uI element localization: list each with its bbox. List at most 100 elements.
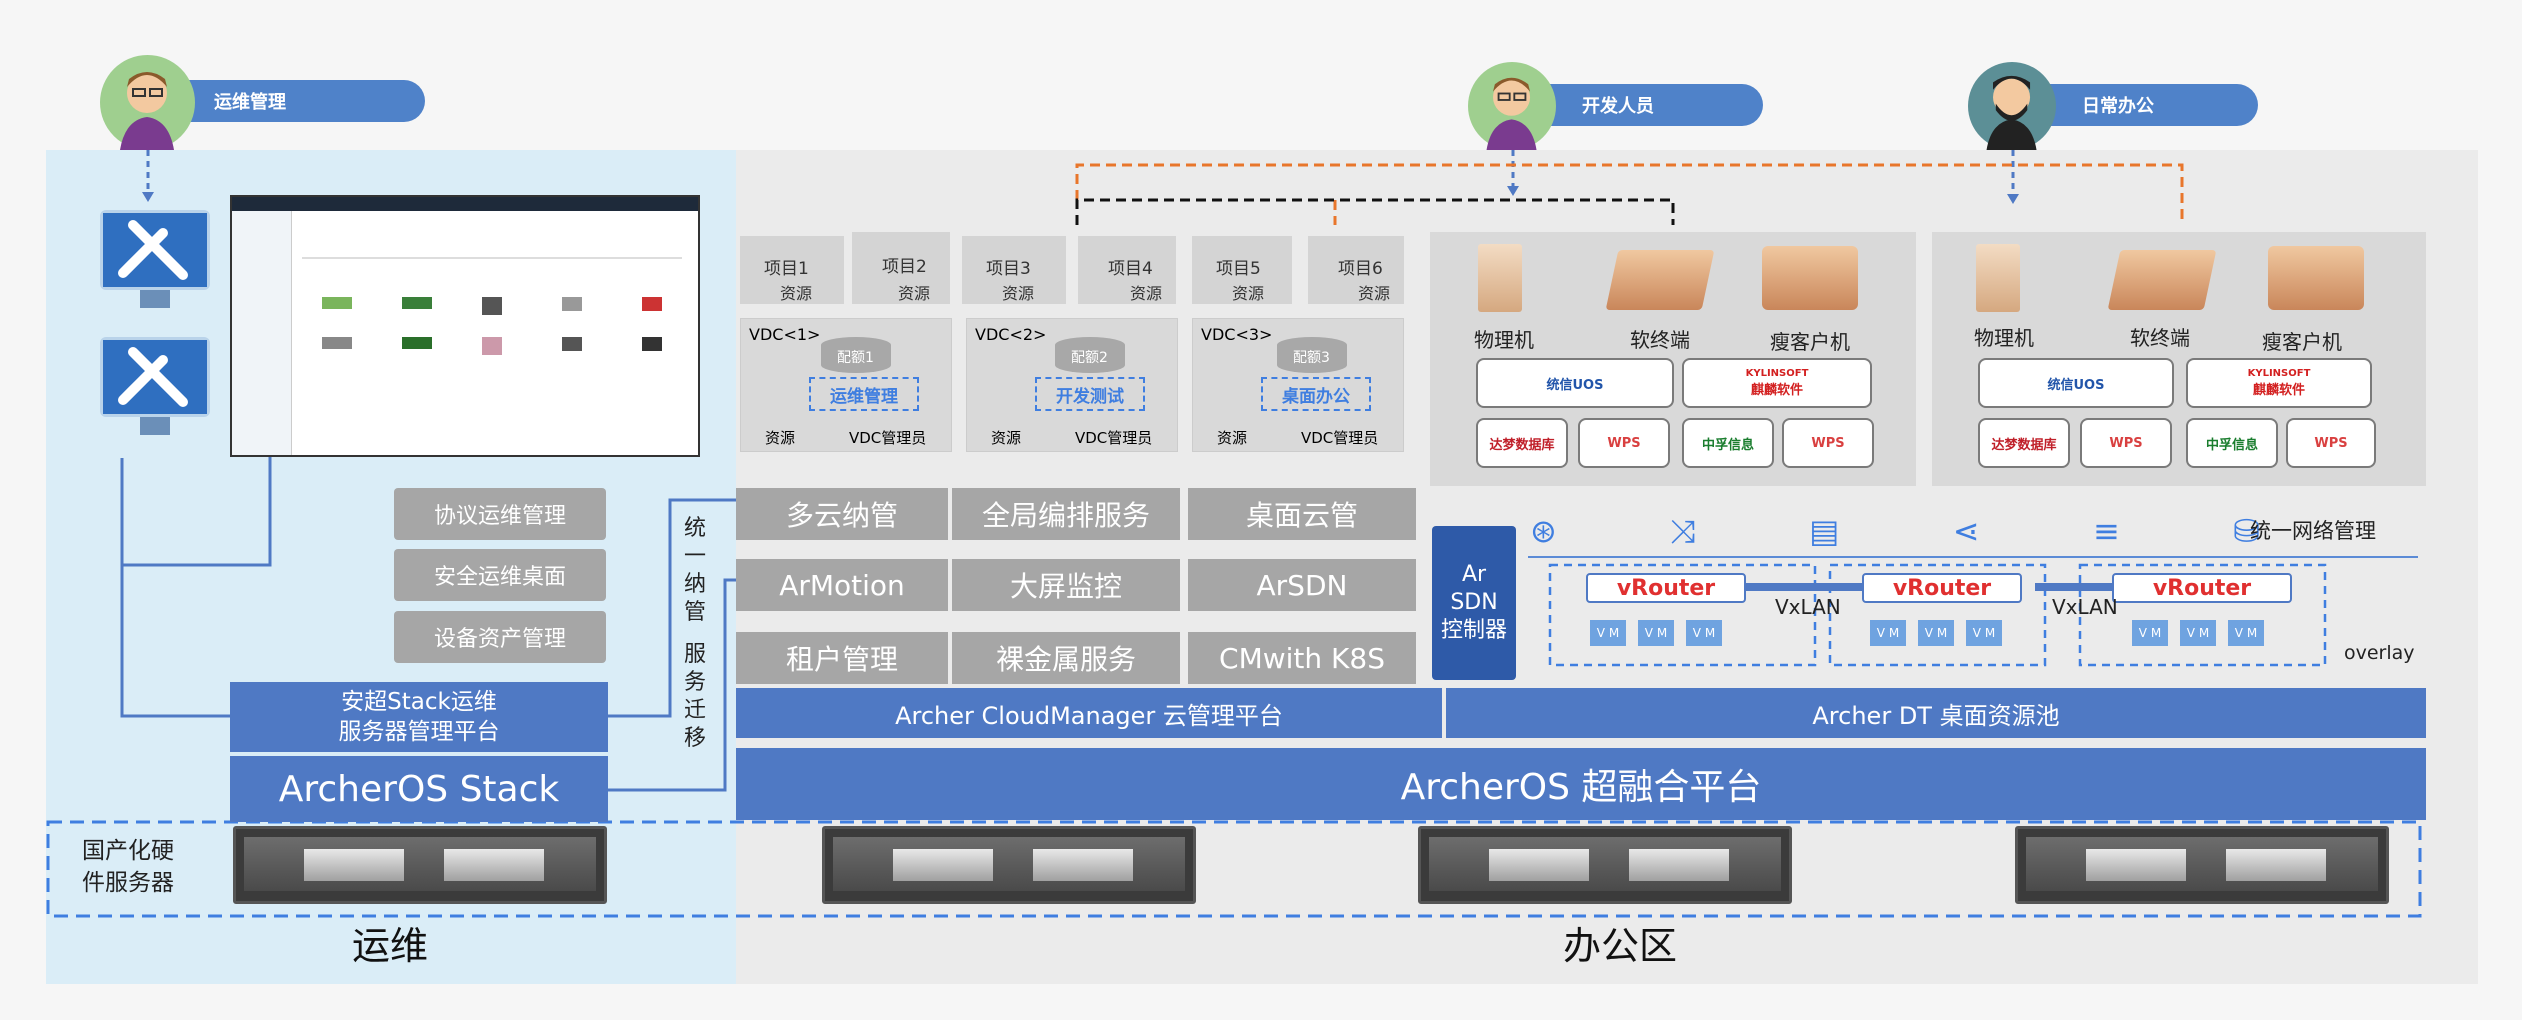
protocol-ops-button[interactable]: 协议运维管理 [394,488,606,540]
vrouter-2[interactable]: vRouter [1862,573,2022,603]
quota-label: 配额2 [1071,350,1108,366]
sdn-controller: Ar SDN 控制器 [1432,526,1516,680]
vdc-label: VDC<1> [749,325,821,344]
uos-logo: 统信UOS [1978,358,2174,408]
resource-label: 资源 [991,429,1022,447]
module-arsdn[interactable]: ArSDN [1188,559,1416,611]
vrouter-3[interactable]: vRouter [2112,573,2292,603]
dt-pool-bar: Archer DT 桌面资源池 [1446,688,2426,738]
vm-box: V M [2228,620,2264,646]
uos-logo: 统信UOS [1476,358,1674,408]
overlay-label: overlay [2344,642,2415,664]
project-6[interactable]: 项目6 [1308,236,1404,304]
resource-label: 资源 [1217,429,1248,447]
resource-label: 资源 [1232,284,1265,303]
asset-management-button[interactable]: 设备资产管理 [394,611,606,663]
kylin-name: 麒麟软件 [1750,383,1803,398]
vrouter-1[interactable]: vRouter [1586,573,1746,603]
hardware-server [233,826,607,904]
migration-char: 服 [683,642,706,667]
ops-zone-label: 运维 [351,924,428,968]
vdc-2[interactable]: VDC<2> 配额2 开发测试 资源 VDC管理员 [966,318,1178,452]
module-screen-monitor[interactable]: 大屏监控 [952,559,1180,611]
resource-label: 资源 [1358,284,1391,303]
stack-ops-platform: 安超Stack运维 服务器管理平台 [230,682,608,752]
vm-group: V M V M V M [2132,620,2292,646]
ops-tool-icon [100,210,210,290]
vdc-label: VDC<2> [975,325,1047,344]
ops-tool-icon [100,337,210,417]
database-icon: ⛁ [2233,512,2260,550]
vm-box: V M [1686,620,1722,646]
terminal-label: 软终端 [1630,328,1690,352]
terminal-label: 软终端 [2130,326,2190,350]
kylin-logo: KYLINSOFT 麒麟软件 [1682,358,1872,408]
cloud-manager-bar: Archer CloudManager 云管理平台 [736,688,1442,738]
vdc-1[interactable]: VDC<1> 配额1 运维管理 资源 VDC管理员 [740,318,952,452]
vdc-3[interactable]: VDC<3> 配额3 桌面办公 资源 VDC管理员 [1192,318,1404,452]
archeros-stack: ArcherOS Stack [230,756,608,822]
vxlan-label: VxLAN [2052,595,2118,619]
overlay-network [1548,563,2327,667]
role-label: 日常办公 [2048,84,2258,126]
platform-line2: 服务器管理平台 [338,719,500,745]
migration-char: 移 [683,726,706,751]
project-label: 项目6 [1338,259,1383,279]
wps-logo: WPS [2080,418,2172,468]
hardware-line1: 国产化硬 [82,838,174,864]
terminal-label: 瘦客户机 [1770,330,1850,354]
vm-box: V M [2132,620,2168,646]
terminal-label: 瘦客户机 [2262,330,2342,354]
quota-cylinder: 配额2 [1055,337,1125,373]
module-multicloud[interactable]: 多云纳管 [736,488,948,540]
vm-group: V M V M V M [1870,620,2030,646]
hardware-line2: 件服务器 [82,870,174,896]
quota-label: 配额3 [1293,350,1330,366]
network-icon: ⊛ [1530,512,1557,550]
vdc-name: 开发测试 [1035,377,1145,411]
migration-char: 纳 [683,572,706,597]
migration-char: 管 [683,600,706,625]
network-icons: ⊛ ⤨ ▤ ⋖ ≡ ⛁ [1530,512,2260,552]
module-cm-k8s[interactable]: CMwith K8S [1188,632,1416,684]
vdc-label: VDC<3> [1201,325,1273,344]
module-global-orchestration[interactable]: 全局编排服务 [952,488,1180,540]
vm-box: V M [1638,620,1674,646]
resource-label: 资源 [1130,284,1163,303]
project-4[interactable]: 项目4 [1078,236,1176,304]
vm-box: V M [1918,620,1954,646]
dameng-logo: 达梦数据库 [1978,418,2070,468]
kylin-logo: KYLINSOFT 麒麟软件 [2186,358,2372,408]
physical-machine-icon [1976,244,2020,312]
terminal-label: 物理机 [1974,326,2034,350]
module-desktop-cloud[interactable]: 桌面云管 [1188,488,1416,540]
project-1[interactable]: 项目1 [740,236,844,304]
project-3[interactable]: 项目3 [962,236,1066,304]
hardware-server [2015,826,2389,904]
module-tenant[interactable]: 租户管理 [736,632,948,684]
sdn-line: 控制器 [1440,618,1507,643]
module-armotion[interactable]: ArMotion [736,559,948,611]
project-label: 项目2 [882,257,927,277]
project-5[interactable]: 项目5 [1192,236,1292,304]
office-client-panel: 物理机 软终端 瘦客户机 统信UOS KYLINSOFT 麒麟软件 达梦数据库 … [1932,232,2426,486]
management-console-thumbnail [230,195,700,457]
vdc-name: 运维管理 [809,377,919,411]
role-label: 开发人员 [1548,84,1763,126]
project-2[interactable]: 项目2 [852,232,950,304]
project-label: 项目3 [986,259,1031,279]
archeros-platform-bar: ArcherOS 超融合平台 [736,748,2426,820]
vdc-admin-label: VDC管理员 [1301,429,1379,447]
module-bare-metal[interactable]: 裸金属服务 [952,632,1180,684]
vm-box: V M [1870,620,1906,646]
network-mgmt-label: 统一网络管理 [2250,519,2376,543]
migration-char: 务 [683,670,706,695]
resource-label: 资源 [780,284,813,303]
secure-ops-desktop-button[interactable]: 安全运维桌面 [394,549,606,601]
kylin-small: KYLINSOFT [2247,368,2311,379]
office-zone-label: 办公区 [1562,924,1677,968]
monitor-stand [140,417,170,435]
vm-box: V M [2180,620,2216,646]
project-label: 项目1 [764,259,809,279]
